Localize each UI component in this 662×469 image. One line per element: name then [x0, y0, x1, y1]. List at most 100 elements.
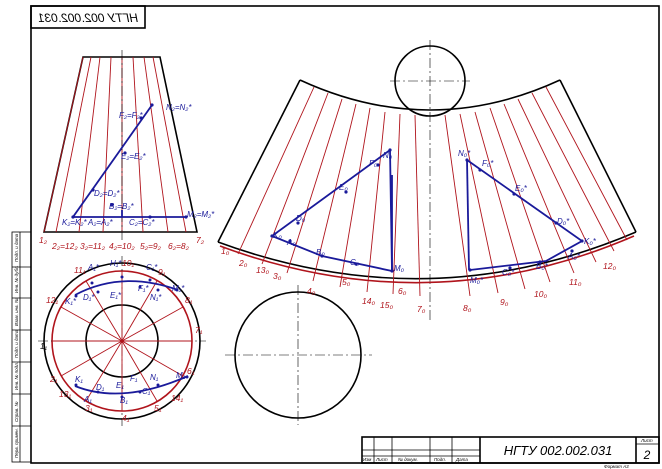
svg-text:6₀: 6₀	[398, 286, 407, 296]
svg-text:K₂=K₂*: K₂=K₂*	[62, 218, 87, 227]
svg-text:7₂: 7₂	[196, 235, 205, 245]
svg-text:E₁*: E₁*	[110, 291, 122, 300]
svg-text:M₀*: M₀*	[470, 276, 484, 285]
svg-text:12₁: 12₁	[46, 295, 58, 305]
svg-text:8₁: 8₁	[185, 295, 193, 305]
svg-text:6₁: 6₁	[187, 366, 195, 376]
svg-text:B₂=B₂*: B₂=B₂*	[109, 202, 134, 211]
svg-text:Лист: Лист	[640, 438, 653, 443]
svg-text:14₀: 14₀	[362, 296, 375, 306]
svg-text:N₀: N₀	[383, 151, 393, 160]
svg-text:A₁*: A₁*	[87, 263, 100, 272]
svg-text:F₂=F₂*: F₂=F₂*	[119, 111, 144, 120]
mirrored-code-box	[30, 5, 146, 29]
svg-text:E₁: E₁	[116, 381, 124, 390]
svg-text:Изм: Изм	[363, 457, 371, 462]
svg-text:3₂=11₂: 3₂=11₂	[80, 241, 106, 251]
svg-text:C₀*: C₀*	[502, 268, 515, 277]
svg-text:Формат А3: Формат А3	[604, 464, 629, 469]
svg-text:10₁: 10₁	[122, 258, 134, 268]
svg-text:K₀*: K₀*	[584, 237, 597, 246]
svg-text:A₂=A₂*: A₂=A₂*	[87, 218, 113, 227]
mirrored-code: НГТУ 002.002.031	[38, 11, 138, 25]
svg-text:N₁*: N₁*	[150, 293, 162, 302]
svg-text:5₂=9₂: 5₂=9₂	[140, 241, 162, 251]
svg-text:Справ. №: Справ. №	[14, 401, 19, 422]
svg-text:N₀*: N₀*	[458, 149, 471, 158]
svg-text:K₁*: K₁*	[65, 297, 77, 306]
svg-text:Дата: Дата	[455, 457, 468, 462]
svg-text:11₀: 11₀	[569, 277, 582, 287]
svg-text:D₀: D₀	[296, 214, 306, 223]
svg-text:Перв. примен.: Перв. примен.	[14, 428, 19, 458]
svg-text:C₀: C₀	[350, 258, 360, 267]
svg-text:B₀: B₀	[316, 248, 325, 257]
svg-text:15₀: 15₀	[380, 300, 393, 310]
svg-text:D₀*: D₀*	[557, 217, 570, 226]
svg-text:4₀: 4₀	[307, 286, 316, 296]
svg-text:M₁: M₁	[176, 371, 186, 380]
svg-text:A₀*: A₀*	[567, 252, 581, 261]
svg-text:9₀: 9₀	[500, 297, 509, 307]
svg-text:A₁: A₁	[83, 395, 92, 404]
svg-text:F₀*: F₀*	[482, 159, 494, 168]
svg-text:Лист: Лист	[375, 457, 388, 462]
svg-text:K₀: K₀	[273, 231, 282, 240]
svg-text:4₂=10₂: 4₂=10₂	[109, 241, 135, 251]
svg-text:2₀: 2₀	[238, 258, 248, 268]
svg-text:1₁: 1₁	[40, 342, 47, 351]
sheet-frame	[30, 5, 660, 464]
development-view: N₀ F₀ E₀ D₀ K₀ A₀ B₀ C₀ M₀ N₀* F₀* E₀* D…	[217, 40, 637, 425]
svg-text:Взам. инв. №: Взам. инв. №	[14, 298, 19, 326]
svg-text:E₀*: E₀*	[515, 184, 528, 193]
svg-text:B₀*: B₀*	[536, 262, 549, 271]
svg-text:D₂=D₂*: D₂=D₂*	[94, 189, 120, 198]
svg-text:M₁*: M₁*	[172, 284, 185, 293]
svg-text:F₁*: F₁*	[138, 284, 149, 293]
svg-text:№ докум.: № докум.	[398, 457, 418, 462]
svg-text:C₁*: C₁*	[146, 263, 158, 272]
svg-text:14₁: 14₁	[171, 393, 183, 403]
svg-text:M₂=M₂*: M₂=M₂*	[187, 210, 215, 219]
svg-text:4₁: 4₁	[122, 413, 130, 423]
svg-text:11₁: 11₁	[74, 265, 86, 275]
svg-text:N₂=N₂*: N₂=N₂*	[166, 103, 192, 112]
svg-text:C₁: C₁	[142, 387, 151, 396]
side-block: Подп. и дата Инв. № дубл. Взам. инв. № П…	[11, 231, 32, 463]
svg-text:A₀: A₀	[286, 238, 296, 247]
svg-text:Подп. и дата: Подп. и дата	[14, 233, 19, 262]
svg-text:2₁: 2₁	[49, 374, 58, 384]
front-view: N₂=N₂* F₂=F₂* E₂=E₂* D₂=D₂* B₂=B₂* K₂=K₂…	[39, 50, 215, 251]
svg-text:3₁: 3₁	[85, 403, 93, 413]
svg-text:D₁*: D₁*	[83, 293, 95, 302]
svg-text:F₀: F₀	[369, 159, 378, 168]
svg-text:H₁*: H₁*	[110, 259, 122, 268]
svg-text:N₁: N₁	[150, 373, 159, 382]
title-block: Изм Лист № докум. Подп. Дата НГТУ 002.00…	[361, 436, 660, 469]
svg-text:7₁: 7₁	[195, 325, 203, 335]
svg-text:B₁: B₁	[120, 396, 128, 405]
svg-text:K₁: K₁	[75, 375, 83, 384]
svg-text:5₁: 5₁	[154, 403, 162, 413]
svg-text:9₁: 9₁	[158, 267, 166, 277]
svg-text:12₀: 12₀	[603, 261, 616, 271]
svg-text:6₂=8₂: 6₂=8₂	[168, 241, 190, 251]
svg-text:Инв. № дубл.: Инв. № дубл.	[14, 265, 19, 293]
svg-text:10₀: 10₀	[534, 289, 547, 299]
svg-text:M₀: M₀	[394, 264, 405, 273]
svg-text:1₂: 1₂	[39, 235, 48, 245]
svg-text:3₀: 3₀	[273, 271, 282, 281]
svg-text:7₀: 7₀	[417, 304, 426, 314]
svg-text:2: 2	[643, 448, 651, 462]
svg-text:5₀: 5₀	[342, 277, 351, 287]
svg-text:13₀: 13₀	[256, 265, 269, 275]
svg-text:E₂=E₂*: E₂=E₂*	[121, 152, 146, 161]
svg-text:F₁: F₁	[130, 374, 138, 383]
svg-text:1₀: 1₀	[221, 246, 230, 256]
svg-text:D₁: D₁	[96, 383, 105, 392]
svg-text:C₂=C₂*: C₂=C₂*	[129, 218, 155, 227]
svg-text:13₁: 13₁	[59, 389, 71, 399]
svg-text:Подп. и дата: Подп. и дата	[14, 329, 19, 358]
svg-text:8₀: 8₀	[463, 303, 472, 313]
